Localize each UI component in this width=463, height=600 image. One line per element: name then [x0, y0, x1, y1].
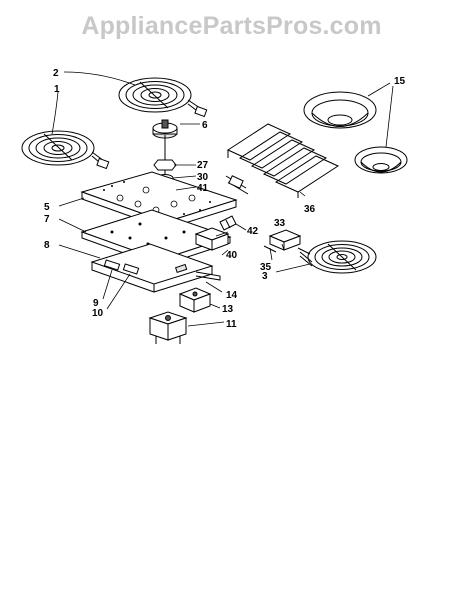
watermark-text: AppliancePartsPros.com: [81, 12, 382, 40]
surface-element-2: [118, 77, 208, 118]
callout-27: 27: [197, 160, 209, 171]
switch-11: [148, 311, 188, 344]
callout-42: 42: [247, 226, 259, 237]
callout-6: 6: [202, 120, 208, 131]
callout-8: 8: [44, 240, 50, 251]
callout-11: 11: [226, 319, 237, 330]
callout-40: 40: [226, 250, 238, 261]
callout-1: 1: [54, 84, 60, 95]
callout-9: 9: [93, 298, 99, 309]
callout-14: 14: [226, 290, 238, 301]
receptacle-33: [263, 229, 311, 255]
surface-element-3: [299, 240, 377, 274]
drip-bowls-15: [303, 91, 408, 174]
bake-element-36: [225, 123, 340, 198]
callout-15: 15: [394, 76, 406, 87]
callout-13: 13: [222, 304, 234, 315]
surface-element-1: [21, 130, 110, 170]
callout-labels: 2 1 15 6 27 30 41 5 36 7 42 33 8 40 35 3…: [44, 68, 406, 330]
callout-7: 7: [44, 214, 50, 225]
switch-13: [178, 287, 212, 313]
callout-5: 5: [44, 202, 50, 213]
callout-10: 10: [92, 308, 104, 319]
bracket-8: [90, 243, 221, 293]
callout-33: 33: [274, 218, 286, 229]
leader-lines: [51, 71, 394, 327]
callout-3: 3: [262, 271, 268, 282]
callout-36: 36: [304, 204, 316, 215]
callout-2: 2: [53, 68, 59, 79]
callout-30: 30: [197, 172, 209, 183]
callout-41: 41: [197, 183, 209, 194]
terminal-block-40: [194, 215, 237, 251]
callout-35: 35: [260, 262, 272, 273]
